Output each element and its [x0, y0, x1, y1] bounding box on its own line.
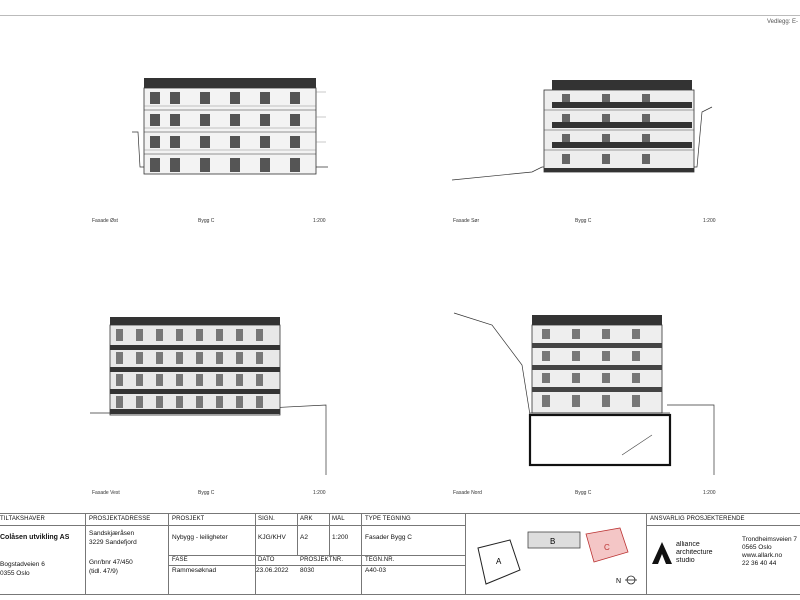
- title-block-divider: [0, 525, 465, 526]
- key-plan-label-c: C: [604, 543, 610, 552]
- drawing-type-value: Fasader Bygg C: [365, 534, 412, 541]
- facade-north-scale: 1:200: [703, 490, 716, 496]
- facade-west-drawing: [90, 317, 327, 475]
- facade-west-scale: 1:200: [313, 490, 326, 496]
- facade-south-drawing: [452, 80, 713, 181]
- owner-name: Colåsen utvikling AS: [0, 534, 70, 541]
- date-label: DATO: [258, 557, 275, 563]
- firm-name-line-1: alliance: [676, 541, 700, 548]
- facade-east-scale: 1:200: [313, 218, 326, 224]
- project-address-label: PROSJEKTADRESSE: [89, 516, 151, 522]
- key-plan-building-a: [477, 539, 521, 585]
- facade-west-name: Fasade Vest: [92, 490, 120, 496]
- drawing-type-label: TYPE TEGNING: [365, 516, 411, 522]
- title-block-divider: [646, 514, 647, 594]
- project-label: PROSJEKT: [172, 516, 205, 522]
- facade-east-name: Fasade Øst: [92, 218, 118, 224]
- facade-north-drawing: [453, 312, 715, 475]
- gnr-bnr: Gnr/bnr 47/450: [89, 559, 133, 566]
- sheet-label: ARK: [300, 516, 313, 522]
- firm-address-line-1: Trondheimsveien 7: [742, 536, 798, 543]
- title-block-divider: [297, 514, 298, 555]
- title-block-divider: [168, 555, 465, 556]
- owner-address-line-1: Bogstadveien 6: [0, 561, 45, 568]
- key-plan-label-b: B: [550, 537, 555, 546]
- scale-value: 1:200: [332, 534, 349, 541]
- title-block-divider: [255, 514, 256, 594]
- title-block: TILTAKSHAVER Colåsen utvikling AS Bogsta…: [0, 513, 800, 595]
- title-block-divider: [329, 514, 330, 555]
- key-plan-building-b: [527, 531, 581, 549]
- title-block-divider: [168, 514, 169, 594]
- alliance-logo-icon: [652, 542, 672, 564]
- project-value: Nybygg - leiligheter: [172, 534, 228, 541]
- sheet-value: A2: [300, 534, 308, 541]
- facade-north-building: Bygg C: [575, 490, 592, 496]
- title-block-divider: [361, 514, 362, 594]
- title-block-divider: [168, 565, 465, 566]
- key-plan-building-c: [585, 527, 629, 563]
- owner-address-line-2: 0355 Oslo: [0, 570, 30, 577]
- title-block-divider: [85, 514, 86, 594]
- drawing-number-value: A40-03: [365, 567, 386, 574]
- sheet-top-border: [0, 15, 800, 16]
- phase-value: Rammesøknad: [172, 567, 217, 574]
- facade-south-scale: 1:200: [703, 218, 716, 224]
- owner-label: TILTAKSHAVER: [0, 516, 45, 522]
- north-arrow-icon: N: [616, 575, 637, 585]
- facade-east-building: Bygg C: [198, 218, 215, 224]
- facade-west-building: Bygg C: [198, 490, 215, 496]
- scale-label: MÅL: [332, 516, 345, 522]
- project-address-line-1: Sandskjæråsen: [89, 530, 135, 537]
- drawing-number-label: TEGN.NR.: [365, 557, 395, 563]
- sign-value: KJG/KHV: [258, 534, 286, 541]
- facade-south-name: Fasade Sør: [453, 218, 480, 224]
- facade-east-drawing: [132, 78, 328, 175]
- facade-south-building: Bygg C: [575, 218, 592, 224]
- svg-text:N: N: [616, 578, 621, 585]
- key-plan-label-a: A: [496, 557, 502, 566]
- title-block-divider: [646, 525, 800, 526]
- attachment-label: Vedlegg: E-: [766, 19, 798, 25]
- project-number-value: 8030: [300, 567, 315, 574]
- firm-phone: 22 36 40 44: [742, 560, 777, 567]
- title-block-divider: [465, 514, 466, 594]
- project-address-line-2: 3229 Sandefjord: [89, 539, 137, 546]
- firm-name-line-2: architecture: [676, 549, 713, 556]
- firm-website: www.allark.no: [742, 552, 783, 559]
- facade-north-name: Fasade Nord: [453, 490, 482, 496]
- firm-name-line-3: studio: [676, 557, 695, 564]
- project-number-label: PROSJEKTNR.: [300, 557, 344, 563]
- gnr-bnr-old: (tidl. 47/9): [89, 568, 118, 575]
- key-plan: A B C N: [477, 527, 637, 585]
- date-value: 23.06.2022: [256, 567, 289, 574]
- phase-label: FASE: [172, 557, 188, 563]
- firm-address-line-2: 0565 Oslo: [742, 544, 772, 551]
- responsible-label: ANSVARLIG PROSJEKTERENDE: [650, 516, 745, 522]
- sign-label: SIGN.: [258, 516, 275, 522]
